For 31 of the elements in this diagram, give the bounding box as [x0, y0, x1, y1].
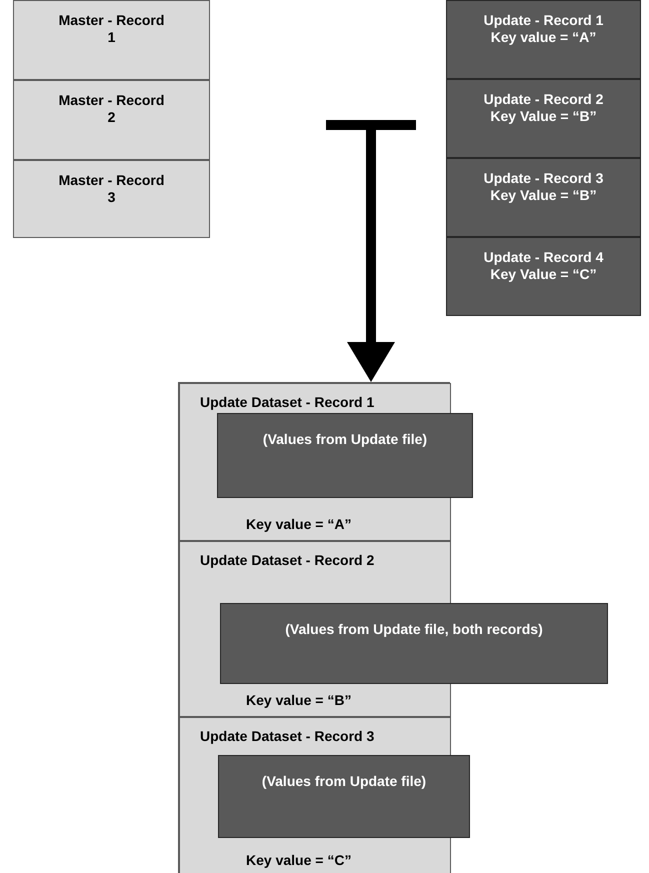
section-heading: Update Dataset - Record 1: [200, 394, 374, 411]
record-title: Update - Record 3: [482, 169, 604, 187]
record-box: [446, 0, 641, 79]
section-heading: Update Dataset - Record 2: [200, 552, 374, 569]
record-title: Update - Record 4: [482, 248, 604, 266]
record-box: [13, 160, 210, 238]
key-value-text: Key Value = “B”: [489, 187, 598, 204]
record-title: Update - Record 2: [482, 90, 604, 108]
key-value-text: Key Value = “C”: [489, 266, 598, 283]
section-heading: Update Dataset - Record 3: [200, 728, 374, 745]
record-title: Master - Record 2: [58, 91, 166, 126]
values-text: (Values from Update file): [262, 430, 428, 448]
key-value-text: Key Value = “B”: [489, 108, 598, 125]
key-value-text: Key value = “A”: [246, 516, 352, 533]
record-box: [13, 0, 210, 80]
record-title: Master - Record 3: [58, 171, 166, 206]
record-title: Master - Record 1: [58, 11, 166, 46]
record-box: [13, 80, 210, 160]
merge-arrow: [326, 120, 416, 382]
value-box: [220, 603, 608, 684]
record-box: [446, 237, 641, 316]
key-value-text: Key value = “C”: [246, 852, 352, 869]
values-text: (Values from Update file, both records): [284, 620, 544, 638]
record-box: [446, 79, 641, 158]
values-text: (Values from Update file): [260, 772, 428, 790]
value-box: [217, 413, 473, 498]
key-value-text: Key value = “A”: [490, 29, 598, 46]
key-value-text: Key value = “B”: [246, 692, 352, 709]
value-box: [218, 755, 470, 838]
record-title: Update - Record 1: [482, 11, 604, 29]
record-box: [446, 158, 641, 237]
